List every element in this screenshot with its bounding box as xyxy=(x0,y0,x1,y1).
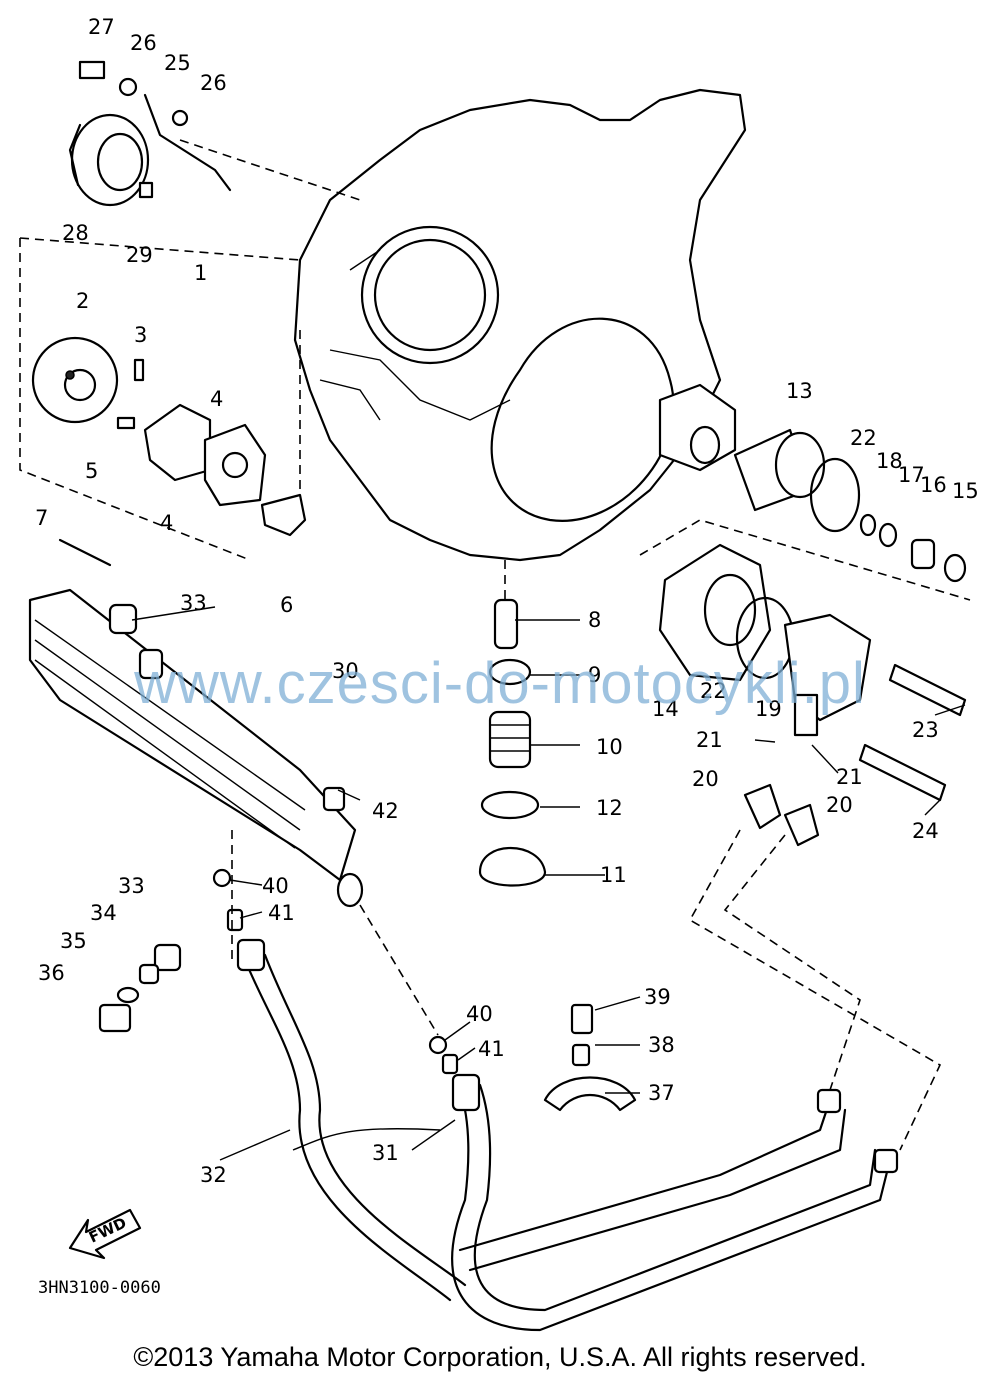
callout-15: 15 xyxy=(952,479,979,503)
callout-38: 38 xyxy=(648,1033,675,1057)
callout-18: 18 xyxy=(876,449,903,473)
callout-numbers: 27 26 25 26 28 29 1 2 3 4 5 4 7 6 33 13 … xyxy=(35,15,979,1187)
callout-40: 40 xyxy=(262,874,289,898)
callout-12: 12 xyxy=(596,796,623,820)
oil-cooler-30 xyxy=(28,588,364,908)
oil-filter-assembly xyxy=(658,383,967,847)
callout-23: 23 xyxy=(912,718,939,742)
oil-pump-assembly xyxy=(31,336,307,567)
callout-8: 8 xyxy=(588,608,601,632)
callout-19: 19 xyxy=(755,697,782,721)
callout-39: 39 xyxy=(644,985,671,1009)
callout-14: 14 xyxy=(652,697,679,721)
callout-40b: 40 xyxy=(466,1002,493,1026)
callout-16: 16 xyxy=(920,473,947,497)
crankcase-cover xyxy=(293,88,747,562)
callout-6: 6 xyxy=(280,593,293,617)
part-bolt-27 xyxy=(78,60,106,80)
relief-valve-parts xyxy=(478,560,547,887)
callout-29: 29 xyxy=(126,243,153,267)
part-washer-26 xyxy=(118,77,138,97)
callout-33: 33 xyxy=(180,591,207,615)
callout-27: 27 xyxy=(88,15,115,39)
copyright-notice: ©2013 Yamaha Motor Corporation, U.S.A. A… xyxy=(133,1342,867,1372)
callout-10: 10 xyxy=(596,735,623,759)
diagram-code: 3HN3100-0060 xyxy=(38,1278,161,1298)
callout-37: 37 xyxy=(648,1081,675,1105)
callout-41b: 41 xyxy=(478,1037,505,1061)
callout-42: 42 xyxy=(372,799,399,823)
callout-22: 22 xyxy=(850,426,877,450)
callout-21: 21 xyxy=(696,728,723,752)
callout-35: 35 xyxy=(60,929,87,953)
callout-3: 3 xyxy=(134,323,147,347)
callout-11: 11 xyxy=(600,863,627,887)
watermark-text: www.czesci-do-motocykli.pl xyxy=(134,651,866,716)
part-oil-pipe-25 xyxy=(143,93,232,192)
callout-9: 9 xyxy=(588,663,601,687)
fwd-arrow-icon: FWD xyxy=(68,1208,142,1260)
callout-36: 36 xyxy=(38,961,65,985)
callout-21b: 21 xyxy=(836,765,863,789)
fittings-small-parts xyxy=(98,830,637,1112)
callout-33b: 33 xyxy=(118,874,145,898)
callout-30: 30 xyxy=(332,659,359,683)
callout-7: 7 xyxy=(35,506,48,530)
callout-31: 31 xyxy=(372,1141,399,1165)
leader-lines xyxy=(131,606,966,1161)
callout-5: 5 xyxy=(85,459,98,483)
oil-hoses xyxy=(236,829,942,1332)
callout-4b: 4 xyxy=(160,511,173,535)
callout-20b: 20 xyxy=(826,793,853,817)
callout-1: 1 xyxy=(194,261,207,285)
part-gear-28 xyxy=(68,113,150,207)
callout-26b: 26 xyxy=(200,71,227,95)
callout-13: 13 xyxy=(786,379,813,403)
callout-17: 17 xyxy=(898,463,925,487)
callout-28: 28 xyxy=(62,221,89,245)
callout-24: 24 xyxy=(912,819,939,843)
callout-34: 34 xyxy=(90,901,117,925)
callout-26: 26 xyxy=(130,31,157,55)
callout-2: 2 xyxy=(76,289,89,313)
callout-25: 25 xyxy=(164,51,191,75)
callout-22b: 22 xyxy=(700,679,727,703)
callout-4: 4 xyxy=(210,387,223,411)
callout-32: 32 xyxy=(200,1163,227,1187)
part-pin-29 xyxy=(138,181,154,199)
callout-41: 41 xyxy=(268,901,295,925)
callout-20: 20 xyxy=(692,767,719,791)
part-washer-26b xyxy=(171,109,189,127)
